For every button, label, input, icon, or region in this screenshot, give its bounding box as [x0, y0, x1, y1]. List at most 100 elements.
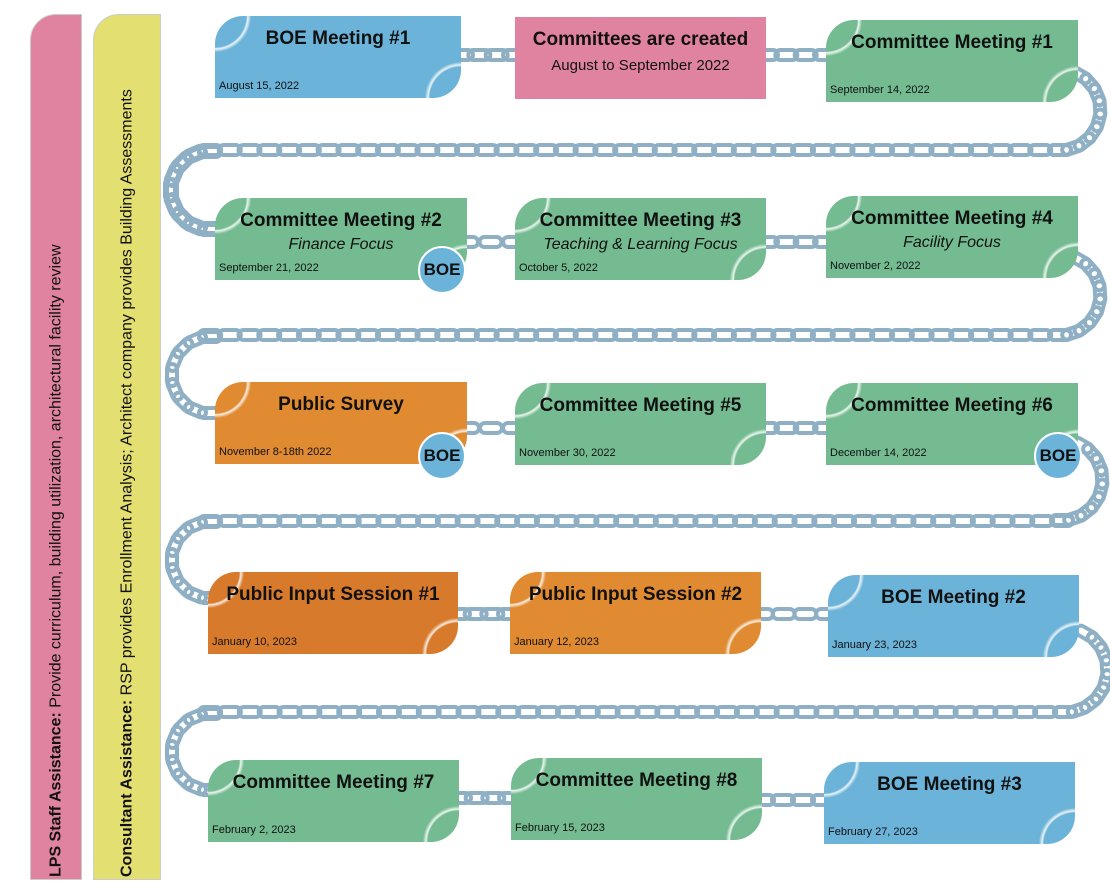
chain-link	[671, 328, 698, 342]
chain-link	[533, 328, 560, 342]
chain-link	[336, 705, 363, 719]
chain-link	[315, 328, 342, 342]
chain-link	[770, 143, 797, 157]
chain-link	[513, 328, 540, 342]
chain-link	[1084, 490, 1106, 515]
chain-link	[773, 48, 800, 62]
chain-link	[1089, 452, 1109, 478]
chain-link	[773, 705, 800, 719]
event-committee-meeting-5: Committee Meeting #5 November 30, 2022	[515, 383, 766, 465]
chain-link	[171, 521, 195, 545]
chain-link	[1032, 705, 1059, 719]
chain-link	[462, 607, 489, 621]
chain-link	[672, 514, 699, 528]
chain-link	[182, 777, 209, 797]
chain-link	[910, 514, 937, 528]
event-title: BOE Meeting #2	[881, 587, 1026, 608]
chain-link	[463, 791, 490, 805]
chain-link	[773, 235, 800, 249]
chain-link	[1089, 681, 1110, 706]
event-title: Committee Meeting #4	[851, 208, 1053, 229]
chain-link	[573, 514, 600, 528]
event-title: Public Survey	[278, 394, 404, 415]
chain-link	[483, 48, 510, 62]
chain-link	[256, 705, 283, 719]
chain-link	[236, 705, 263, 719]
chain-link	[930, 514, 957, 528]
chain-link	[236, 143, 263, 157]
event-committee-meeting-7: Committee Meeting #7 February 2, 2023	[208, 760, 459, 842]
event-title: Committee Meeting #6	[851, 395, 1053, 416]
chain-link	[315, 514, 342, 528]
chain-link	[890, 514, 917, 528]
chain-link	[972, 705, 999, 719]
event-title: Committee Meeting #8	[535, 770, 738, 791]
chain-link	[1092, 94, 1108, 121]
chain-link	[691, 143, 718, 157]
event-boe-meeting-2: BOE Meeting #2 January 23, 2023	[828, 575, 1079, 657]
chain-link	[811, 514, 838, 528]
chain-link	[473, 143, 500, 157]
consultant-assistance-bar: Consultant Assistance: RSP provides Enro…	[93, 14, 161, 880]
chain-link	[1009, 514, 1036, 528]
chain-link	[694, 705, 721, 719]
event-date: September 14, 2022	[830, 84, 930, 96]
chain-link	[928, 143, 955, 157]
chain-link	[355, 143, 382, 157]
chain-link	[750, 143, 777, 157]
chain-link	[1090, 292, 1108, 319]
chain-link	[751, 514, 778, 528]
chain-link	[992, 705, 1019, 719]
chain-link	[613, 514, 640, 528]
chain-link	[375, 514, 402, 528]
chain-link	[1072, 131, 1097, 153]
chain-link	[809, 328, 836, 342]
chain-link	[572, 328, 599, 342]
chain-link	[466, 48, 493, 62]
event-committee-meeting-3: Committee Meeting #3 Teaching & Learning…	[515, 198, 766, 280]
chain-link	[592, 143, 619, 157]
chain-link	[1092, 279, 1108, 306]
chain-link	[1062, 508, 1088, 527]
chain-link	[1027, 328, 1054, 342]
chain-link	[731, 514, 758, 528]
chain-link	[434, 143, 461, 157]
chain-link	[1087, 82, 1107, 108]
chain-link	[474, 514, 501, 528]
event-date: December 14, 2022	[830, 447, 927, 459]
chain-link	[849, 143, 876, 157]
chain-link	[853, 705, 880, 719]
chain-link	[574, 705, 601, 719]
chain-link	[552, 328, 579, 342]
boe-badge: BOE	[418, 432, 466, 480]
chain-link	[1078, 692, 1103, 714]
chain-link	[592, 328, 619, 342]
chain-link	[216, 514, 243, 528]
event-committee-meeting-4: Committee Meeting #4 Facility Focus Nove…	[826, 196, 1078, 278]
chain-link	[256, 143, 283, 157]
event-title: Committee Meeting #3	[539, 210, 742, 231]
event-subtitle: August to September 2022	[551, 57, 730, 74]
chain-link	[395, 514, 422, 528]
chain-link	[165, 547, 179, 573]
chain-link	[296, 514, 323, 528]
chain-link	[1052, 705, 1078, 719]
chain-link	[1085, 630, 1108, 654]
event-committee-meeting-1: Committee Meeting #1 September 14, 2022	[826, 20, 1078, 102]
chain-link	[730, 143, 757, 157]
chain-link	[165, 177, 179, 203]
chain-link	[1074, 501, 1099, 523]
chain-link	[165, 191, 185, 218]
chain-link	[236, 328, 263, 342]
chain-link	[892, 705, 919, 719]
chain-link	[276, 143, 303, 157]
chain-link	[533, 143, 560, 157]
chain-link	[1097, 668, 1110, 694]
chain-link	[1082, 305, 1104, 330]
chain-link	[394, 143, 421, 157]
chain-link	[515, 705, 542, 719]
chain-link	[948, 328, 975, 342]
chain-link	[967, 143, 994, 157]
chain-link	[182, 145, 209, 165]
chain-link	[171, 151, 195, 175]
